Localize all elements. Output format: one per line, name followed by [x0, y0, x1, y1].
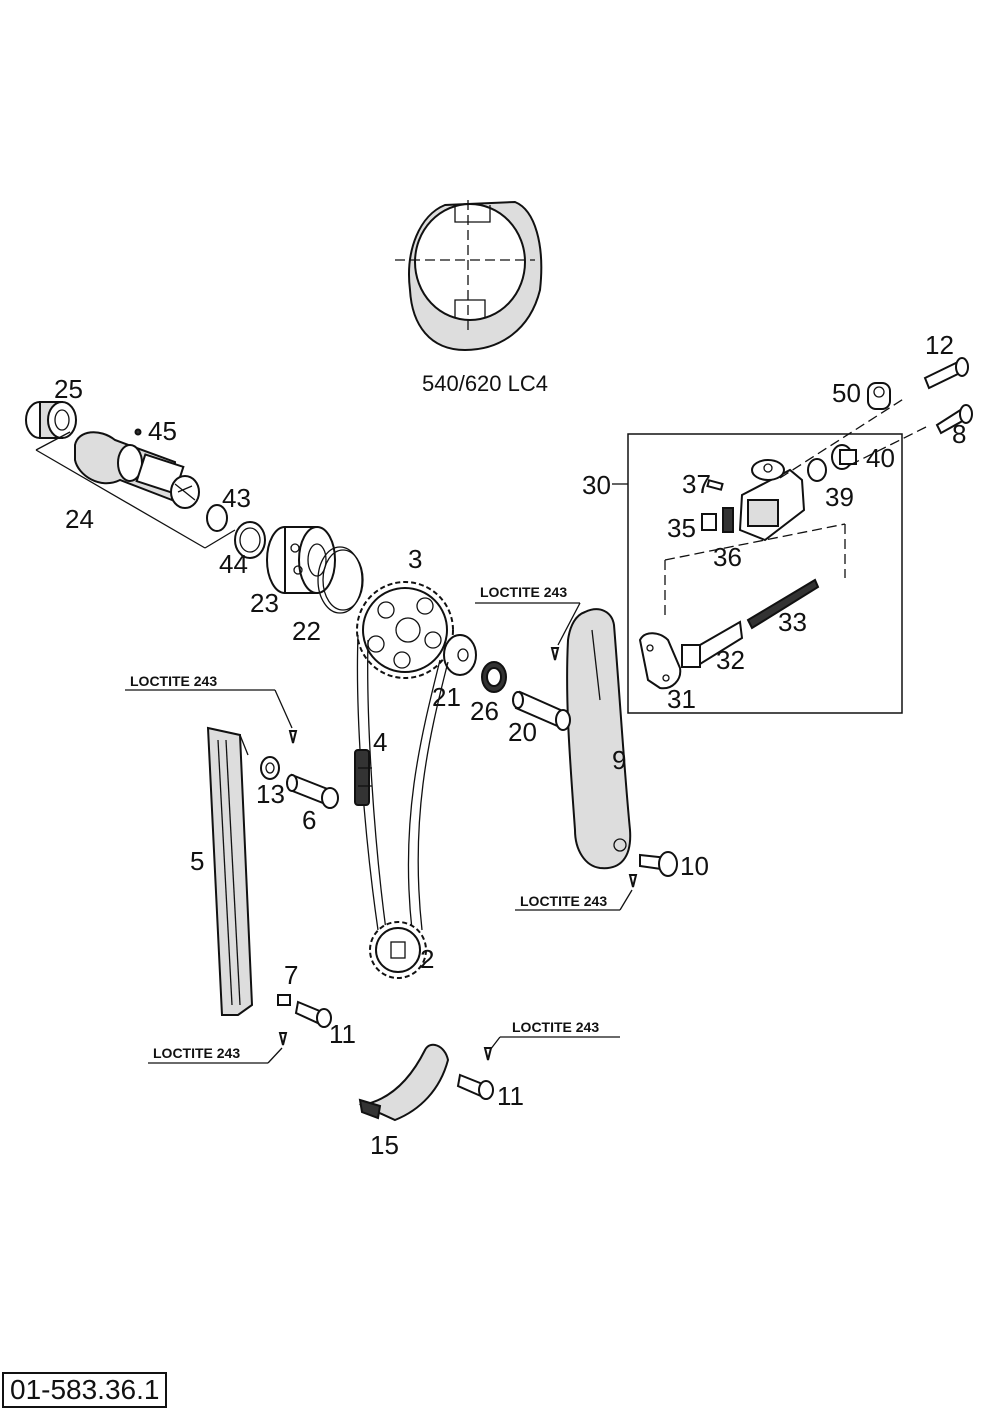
timing-chain-part [354, 634, 449, 931]
callout-25: 25 [54, 374, 83, 404]
washer-part-39 [807, 458, 827, 482]
washer-part-13 [260, 756, 280, 780]
loctite-leader-lines [125, 602, 633, 1064]
bolt-part-12 [923, 357, 969, 390]
tensioner-dashed-outline [664, 523, 846, 615]
camshaft-bracket-end-2 [204, 529, 236, 549]
clip-part-50 [867, 382, 891, 410]
needle-bearing-part [25, 401, 77, 439]
circlip-part-43 [206, 504, 228, 532]
bolt-part-20 [512, 690, 571, 731]
callout-11: 11 [329, 1019, 356, 1049]
loctite-label: LOCTITE 243 [512, 1019, 599, 1035]
callout-43: 43 [222, 483, 251, 513]
tensioner-body-part [738, 459, 806, 542]
variant-label: 540/620 LC4 [422, 371, 548, 396]
callout-32: 32 [716, 645, 745, 675]
bolt-part-8 [935, 404, 973, 435]
callout-21: 21 [432, 682, 461, 712]
callout-23: 23 [250, 588, 279, 618]
plug-part-40 [831, 444, 857, 470]
callout-39: 39 [825, 482, 854, 512]
snap-ring-part [317, 546, 364, 614]
callout-35: 35 [667, 513, 696, 543]
chain-guide-rail-part [206, 726, 254, 1016]
tensioner-group-frame [627, 433, 903, 714]
bolt-part-10 [639, 851, 678, 877]
callout-10: 10 [680, 851, 709, 881]
loctite-label: LOCTITE 243 [130, 673, 217, 689]
loctite-drop-icon [288, 730, 298, 744]
callout-24: 24 [65, 504, 94, 534]
pin-part-37 [706, 479, 724, 491]
loctite-drop-icon [628, 874, 638, 888]
gasket-part-31 [638, 632, 682, 690]
lower-guide-part-15 [358, 1043, 450, 1122]
nut-part-7 [277, 994, 291, 1006]
spring-part-36 [722, 507, 734, 533]
callout-3: 3 [408, 544, 422, 574]
callout-12: 12 [925, 330, 954, 360]
callout-44: 44 [219, 549, 248, 579]
callout-36: 36 [713, 542, 742, 572]
callout-45: 45 [148, 416, 177, 446]
pivot-bolt-part-6 [286, 773, 339, 809]
camshaft-part [74, 431, 200, 509]
callout-6: 6 [302, 805, 316, 835]
callout-26: 26 [470, 696, 499, 726]
callout-9: 9 [612, 745, 626, 775]
callout-20: 20 [508, 717, 537, 747]
callout-11: 11 [497, 1081, 524, 1111]
callout-2: 2 [420, 944, 434, 974]
spring-part-33 [746, 578, 820, 630]
dashline-50 [779, 397, 906, 479]
crank-sprocket-part [369, 921, 427, 979]
callout-7: 7 [284, 960, 298, 990]
tensioner-rail-part [566, 608, 632, 870]
bolt-part-11b [456, 1073, 494, 1100]
ball-bearing-part [266, 526, 336, 594]
loctite-drop-icon [550, 647, 560, 661]
seal-part-26 [481, 661, 507, 693]
loctite-label: LOCTITE 243 [520, 893, 607, 909]
washer-part-44 [234, 521, 266, 559]
plunger-part-35 [701, 513, 717, 531]
callout-8: 8 [952, 419, 966, 449]
bolt-part-11a [294, 1000, 332, 1028]
callout-5: 5 [190, 846, 204, 876]
cam-sprocket-part [356, 581, 454, 679]
loctite-label: LOCTITE 243 [480, 584, 567, 600]
callout-37: 37 [682, 469, 711, 499]
tensioner-bolt-part-32 [681, 620, 744, 668]
camshaft-bracket-end [35, 431, 71, 451]
callout-15: 15 [370, 1130, 399, 1160]
callout-30: 30 [582, 470, 611, 500]
loctite-drop-icon [278, 1032, 288, 1046]
camshaft-assembly [25, 401, 364, 614]
washer-part-21 [443, 634, 477, 676]
cylinder-variant-drawing [395, 200, 543, 352]
callout-33: 33 [778, 607, 807, 637]
drawing-number: 01-583.36.1 [2, 1372, 168, 1408]
callout-4: 4 [373, 727, 387, 757]
loctite-label: LOCTITE 243 [153, 1045, 240, 1061]
callout-31: 31 [667, 684, 696, 714]
camshaft-bracket-line [35, 449, 206, 549]
callout-22: 22 [292, 616, 321, 646]
loctite-drop-icon [483, 1047, 493, 1061]
callout-40: 40 [866, 443, 895, 473]
callout-13: 13 [256, 779, 285, 809]
callout-50: 50 [832, 378, 861, 408]
pin-part-45 [134, 428, 142, 436]
